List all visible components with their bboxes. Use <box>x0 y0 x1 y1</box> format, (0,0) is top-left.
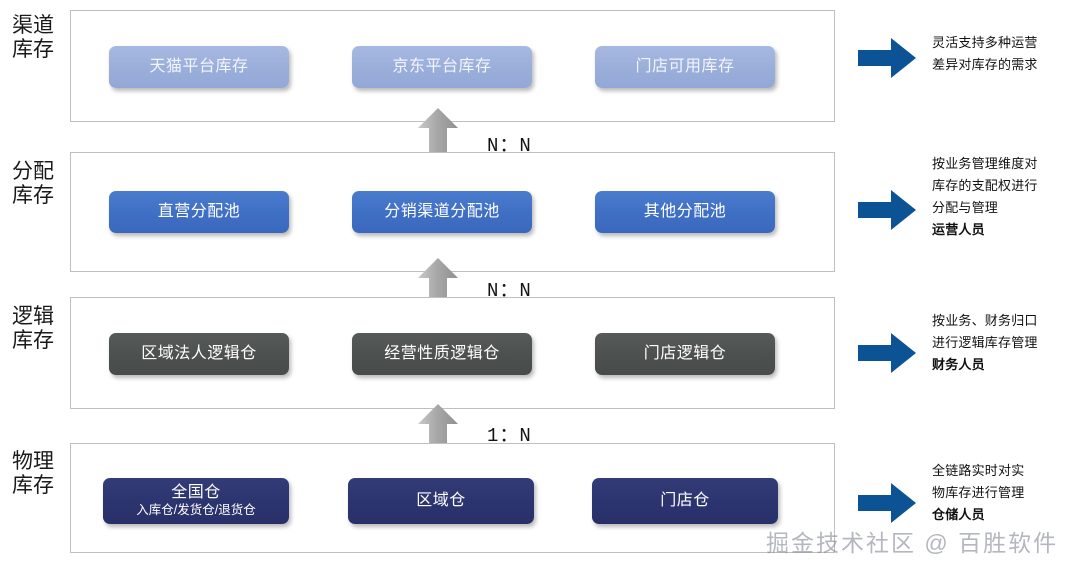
note-line: 灵活支持多种运营 <box>932 35 1038 50</box>
note-logical: 按业务、财务归口 进行逻辑库存管理 财务人员 <box>932 310 1078 376</box>
note-line: 库存的支配权进行 <box>932 178 1038 193</box>
note-line: 全链路实时对实 <box>932 463 1025 478</box>
note-line: 物库存进行管理 <box>932 485 1025 500</box>
grey-up-arrow-icon <box>418 108 458 156</box>
blue-right-arrow-icon <box>858 190 916 230</box>
tier-container-channel: 天猫平台库存 京东平台库存 门店可用库存 <box>70 10 835 122</box>
note-line: 按业务管理维度对 <box>932 156 1038 171</box>
relation-ratio-1: N：N <box>487 135 532 157</box>
node-regional-warehouse[interactable]: 区域仓 <box>348 478 534 524</box>
tier-label-logical: 逻辑库存 <box>12 305 54 352</box>
node-label: 直营分配池 <box>157 202 241 220</box>
tier-container-physical: 全国仓 入库仓/发货仓/退货仓 区域仓 门店仓 <box>70 443 835 553</box>
grey-up-arrow-icon <box>418 404 458 452</box>
node-label: 门店逻辑仓 <box>643 344 727 362</box>
node-regional-legal-entity-logical-warehouse[interactable]: 区域法人逻辑仓 <box>109 333 289 375</box>
note-physical: 全链路实时对实 物库存进行管理 仓储人员 <box>932 460 1078 526</box>
node-national-warehouse[interactable]: 全国仓 入库仓/发货仓/退货仓 <box>103 478 289 524</box>
node-label: 其他分配池 <box>643 202 727 220</box>
relation-ratio-3: 1：N <box>487 425 532 447</box>
node-other-allocation-pool[interactable]: 其他分配池 <box>595 191 775 233</box>
note-line: 差异对库存的需求 <box>932 57 1038 72</box>
node-label: 经营性质逻辑仓 <box>384 344 500 362</box>
tier-container-logical: 区域法人逻辑仓 经营性质逻辑仓 门店逻辑仓 <box>70 297 835 409</box>
node-label: 门店可用库存 <box>635 57 735 75</box>
node-label: 区域仓 <box>416 491 466 509</box>
node-jd-platform-inventory[interactable]: 京东平台库存 <box>352 46 532 88</box>
note-role: 财务人员 <box>932 357 985 372</box>
node-direct-sales-allocation-pool[interactable]: 直营分配池 <box>109 191 289 233</box>
node-store-logical-warehouse[interactable]: 门店逻辑仓 <box>595 333 775 375</box>
node-store-warehouse[interactable]: 门店仓 <box>592 478 778 524</box>
note-channel: 灵活支持多种运营 差异对库存的需求 <box>932 32 1078 76</box>
note-line: 进行逻辑库存管理 <box>932 335 1038 350</box>
tier-label-physical: 物理库存 <box>12 450 54 497</box>
note-allocation: 按业务管理维度对 库存的支配权进行 分配与管理 运营人员 <box>932 153 1078 241</box>
node-sublabel: 入库仓/发货仓/退货仓 <box>136 502 256 517</box>
blue-right-arrow-icon <box>858 38 916 78</box>
node-label: 天猫平台库存 <box>149 57 249 75</box>
node-label: 京东平台库存 <box>392 57 492 75</box>
node-distribution-channel-allocation-pool[interactable]: 分销渠道分配池 <box>352 191 532 233</box>
note-line: 分配与管理 <box>932 200 999 215</box>
node-label: 区域法人逻辑仓 <box>141 344 257 362</box>
node-store-available-inventory[interactable]: 门店可用库存 <box>595 46 775 88</box>
note-role: 运营人员 <box>932 222 985 237</box>
node-label: 分销渠道分配池 <box>384 202 500 220</box>
tier-label-allocation: 分配库存 <box>12 160 54 207</box>
relation-ratio-2: N：N <box>487 280 532 302</box>
blue-right-arrow-icon <box>858 333 916 373</box>
node-business-nature-logical-warehouse[interactable]: 经营性质逻辑仓 <box>352 333 532 375</box>
note-role: 仓储人员 <box>932 507 985 522</box>
node-label: 门店仓 <box>660 491 710 509</box>
blue-right-arrow-icon <box>858 483 916 523</box>
node-label: 全国仓 <box>171 483 221 501</box>
tier-container-allocation: 直营分配池 分销渠道分配池 其他分配池 <box>70 152 835 272</box>
tier-label-channel: 渠道库存 <box>12 14 54 61</box>
note-line: 按业务、财务归口 <box>932 313 1038 328</box>
grey-up-arrow-icon <box>418 258 458 306</box>
node-tmall-platform-inventory[interactable]: 天猫平台库存 <box>109 46 289 88</box>
